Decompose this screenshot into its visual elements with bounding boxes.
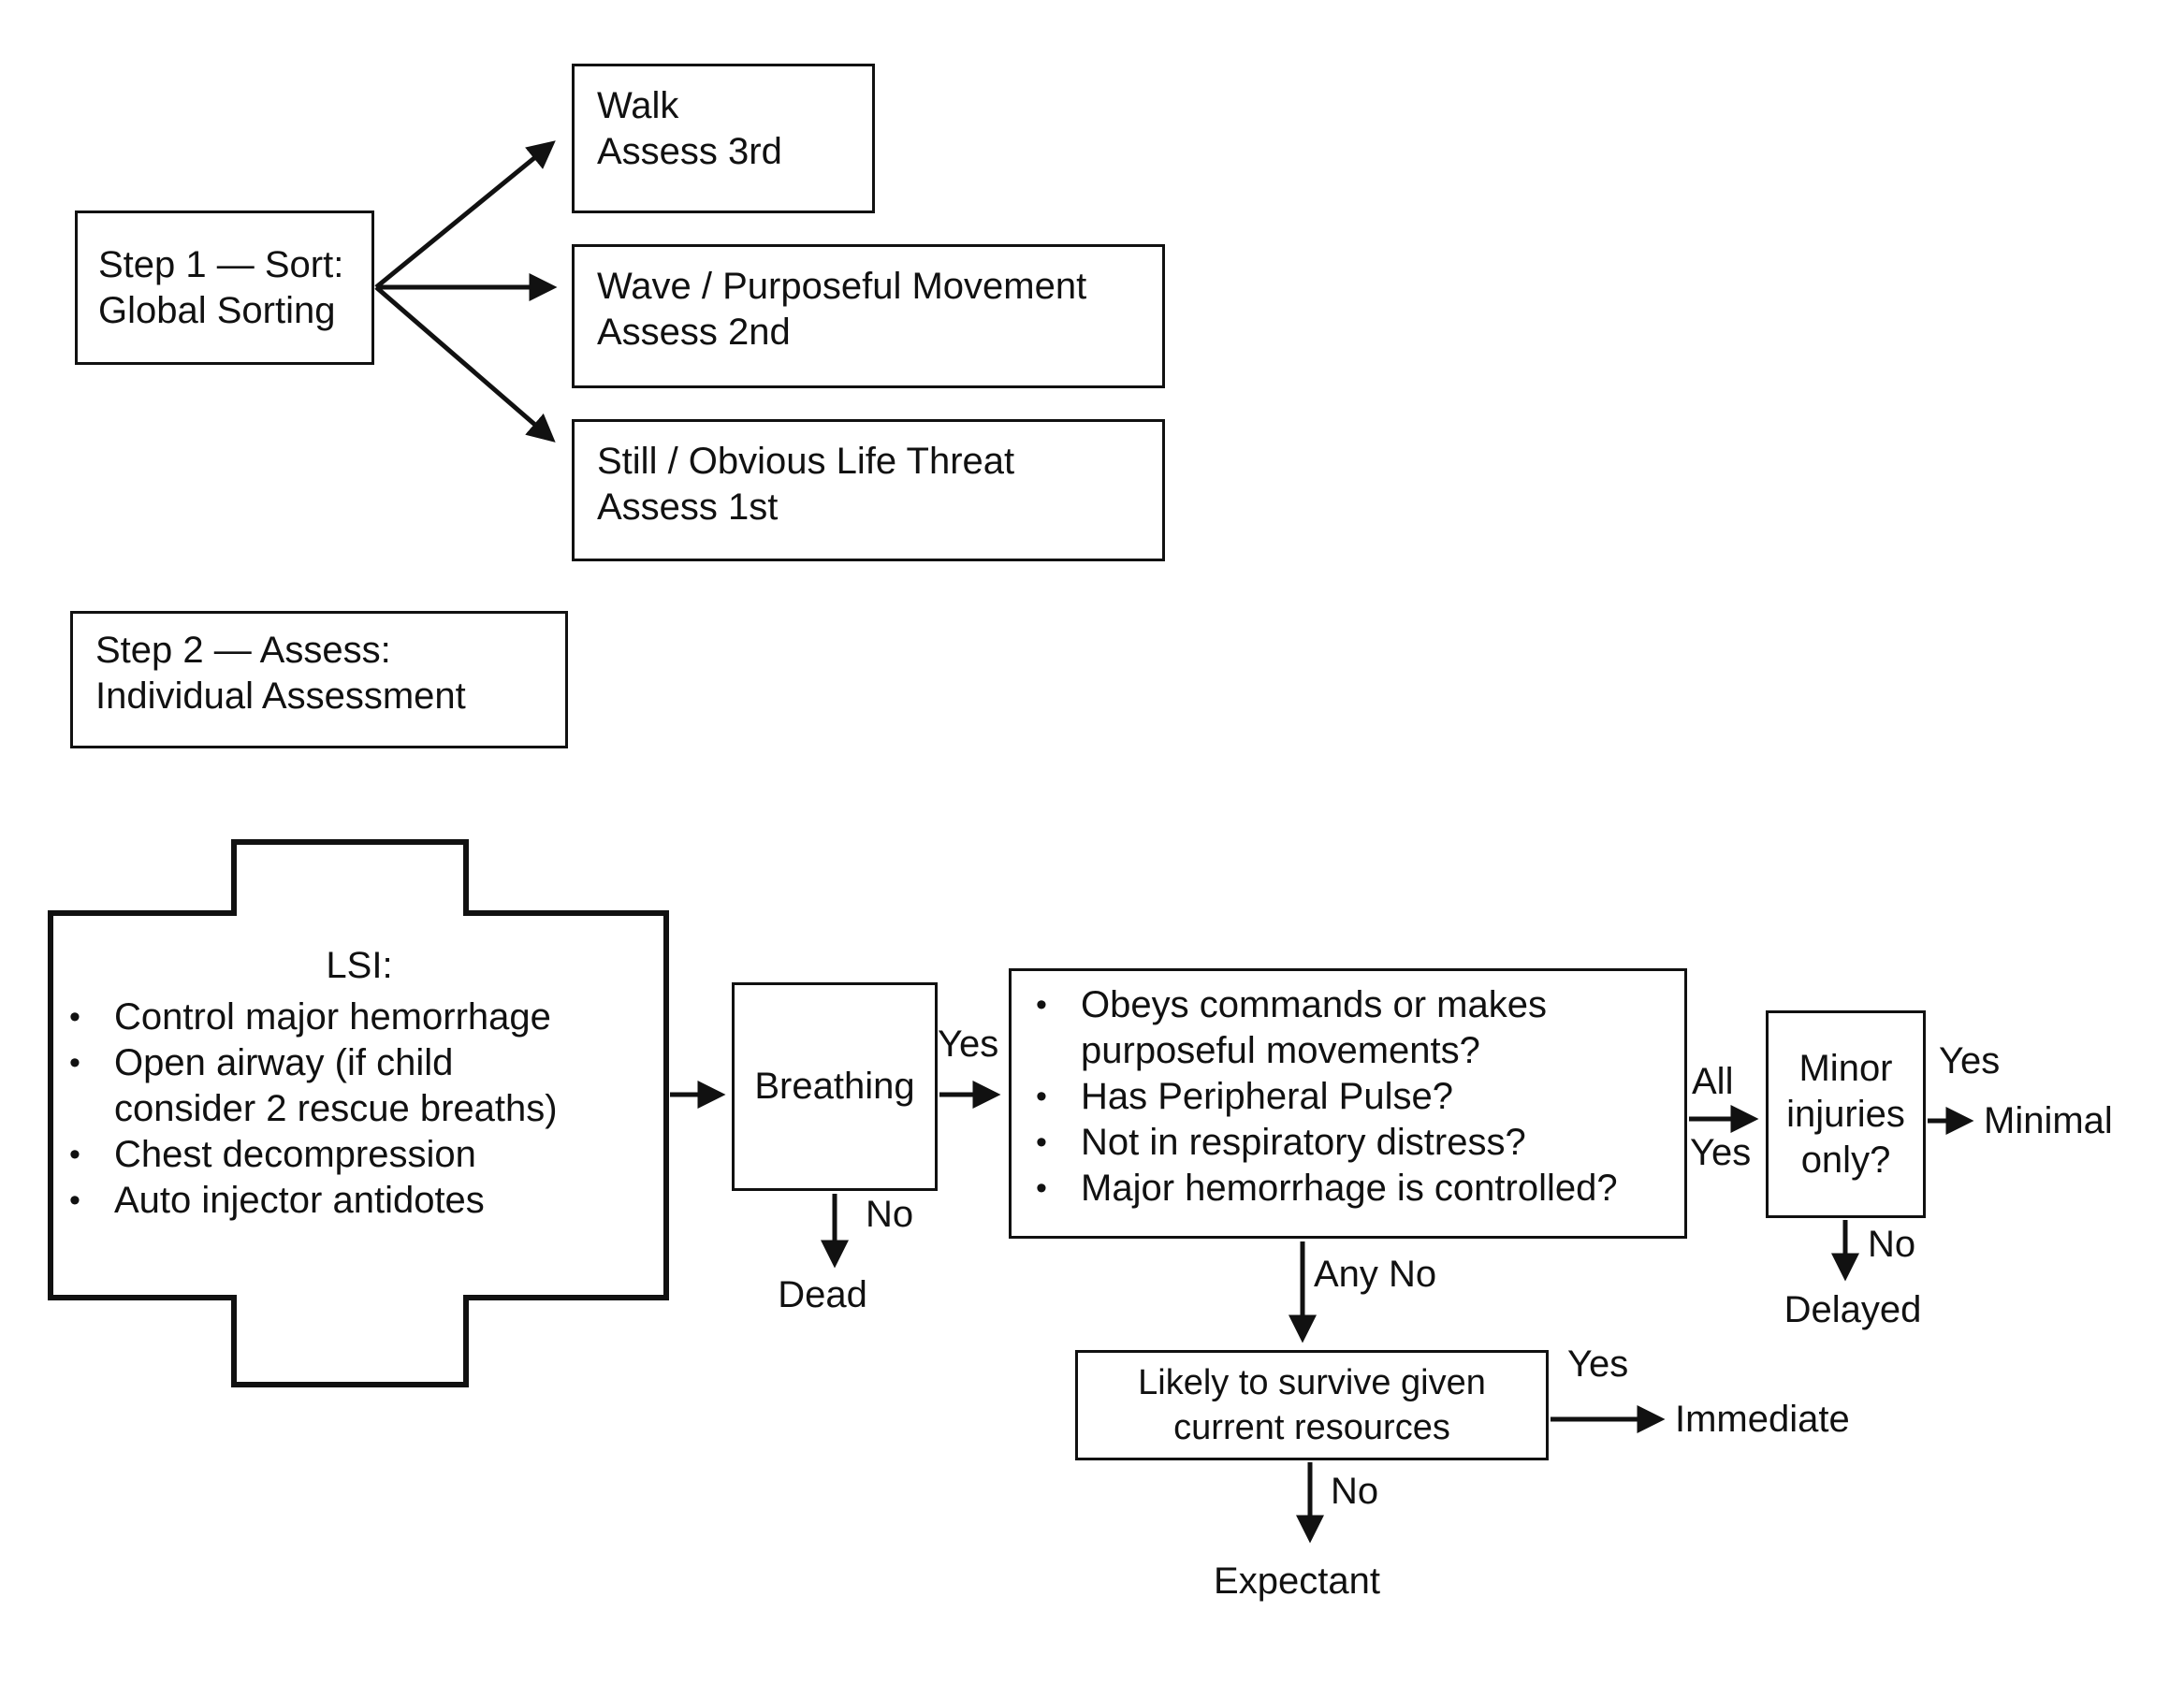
wave-subtitle: Assess 2nd: [597, 312, 791, 353]
criteria-item: • Obeys commands or makes: [1028, 982, 1677, 1028]
minor-line1: Minor: [1798, 1047, 1893, 1089]
bullet-icon: •: [69, 1045, 80, 1081]
walk-subtitle: Assess 3rd: [597, 131, 782, 172]
criteria-item: • Not in respiratory distress?: [1028, 1120, 1677, 1166]
lsi-item-text: consider 2 rescue breaths): [114, 1088, 558, 1129]
outcome-minimal: Minimal: [1984, 1100, 2113, 1141]
survive-line1: Likely to survive given: [1138, 1363, 1486, 1402]
lsi-cross-shape: [48, 839, 669, 1387]
criteria-item-text: Has Peripheral Pulse?: [1081, 1076, 1453, 1117]
criteria-item: • Has Peripheral Pulse?: [1028, 1074, 1677, 1120]
edge-label-breathing-no: No: [866, 1194, 914, 1235]
criteria-item-text: Major hemorrhage is controlled?: [1081, 1168, 1618, 1209]
edge-label-minor-no: No: [1868, 1224, 1916, 1265]
lsi-item-continuation: consider 2 rescue breaths): [62, 1086, 657, 1132]
arrow-sort-to-walk: [374, 140, 556, 289]
outcome-delayed: Delayed: [1784, 1289, 1922, 1330]
lsi-title: LSI:: [326, 945, 393, 986]
survive-line2: current resources: [1173, 1408, 1450, 1447]
bullet-icon: •: [69, 1137, 80, 1172]
step1-sort-box: Step 1 — Sort: Global Sorting: [75, 210, 374, 365]
walk-title: Walk: [597, 85, 679, 126]
assessment-criteria-box: • Obeys commands or makes purposeful mov…: [1009, 968, 1687, 1239]
criteria-item-text: Obeys commands or makes: [1081, 984, 1547, 1025]
bullet-icon: •: [69, 999, 80, 1035]
wave-title: Wave / Purposeful Movement: [597, 266, 1087, 307]
step2-assess-box: Step 2 — Assess: Individual Assessment: [70, 611, 568, 748]
sort-outcome-walk-box: Walk Assess 3rd: [572, 64, 875, 213]
lsi-item: • Control major hemorrhage: [62, 994, 657, 1040]
arrow-sort-to-still: [374, 285, 556, 443]
lsi-item: • Auto injector antidotes: [62, 1178, 657, 1224]
lsi-box-content: LSI: • Control major hemorrhage • Open a…: [62, 943, 657, 1224]
still-subtitle: Assess 1st: [597, 486, 779, 528]
lsi-item-text: Open airway (if child: [114, 1042, 454, 1083]
bullet-icon: •: [69, 1183, 80, 1218]
minor-injuries-box: Minor injuries only?: [1766, 1010, 1926, 1218]
minor-line3: only?: [1800, 1139, 1891, 1181]
outcome-dead: Dead: [778, 1274, 867, 1315]
step2-line2: Individual Assessment: [95, 675, 466, 717]
edge-label-breathing-yes: Yes: [938, 1023, 999, 1065]
breathing-label: Breathing: [754, 1066, 915, 1107]
edge-label-any-no: Any No: [1314, 1254, 1437, 1295]
lsi-item-text: Chest decompression: [114, 1134, 476, 1175]
criteria-item-text: Not in respiratory distress?: [1081, 1122, 1526, 1163]
edge-label-survive-no: No: [1331, 1471, 1379, 1512]
edge-label-all: All: [1692, 1061, 1734, 1102]
outcome-expectant: Expectant: [1214, 1561, 1380, 1602]
lsi-item: • Chest decompression: [62, 1132, 657, 1178]
bullet-icon: •: [1036, 1079, 1047, 1114]
criteria-item: • Major hemorrhage is controlled?: [1028, 1166, 1677, 1212]
lsi-item-text: Control major hemorrhage: [114, 996, 551, 1038]
edge-label-minor-yes: Yes: [1939, 1040, 2001, 1082]
step1-line2: Global Sorting: [98, 289, 336, 331]
sort-outcome-still-box: Still / Obvious Life Threat Assess 1st: [572, 419, 1165, 561]
survive-decision-box: Likely to survive given current resource…: [1075, 1350, 1549, 1460]
edge-label-all-yes: Yes: [1690, 1132, 1752, 1173]
step1-line1: Step 1 — Sort:: [98, 243, 344, 285]
breathing-decision-box: Breathing: [732, 982, 938, 1191]
lsi-item-text: Auto injector antidotes: [114, 1180, 485, 1221]
bullet-icon: •: [1036, 1125, 1047, 1160]
bullet-icon: •: [1036, 1170, 1047, 1206]
bullet-icon: •: [1036, 987, 1047, 1023]
criteria-item-text: purposeful movements?: [1081, 1030, 1480, 1071]
step2-line1: Step 2 — Assess:: [95, 630, 391, 671]
minor-line2: injuries: [1786, 1093, 1905, 1135]
still-title: Still / Obvious Life Threat: [597, 441, 1015, 482]
lsi-item: • Open airway (if child: [62, 1040, 657, 1086]
criteria-item-continuation: purposeful movements?: [1028, 1028, 1677, 1074]
outcome-immediate: Immediate: [1675, 1399, 1850, 1440]
sort-outcome-wave-box: Wave / Purposeful Movement Assess 2nd: [572, 244, 1165, 388]
edge-label-survive-yes: Yes: [1567, 1343, 1629, 1385]
